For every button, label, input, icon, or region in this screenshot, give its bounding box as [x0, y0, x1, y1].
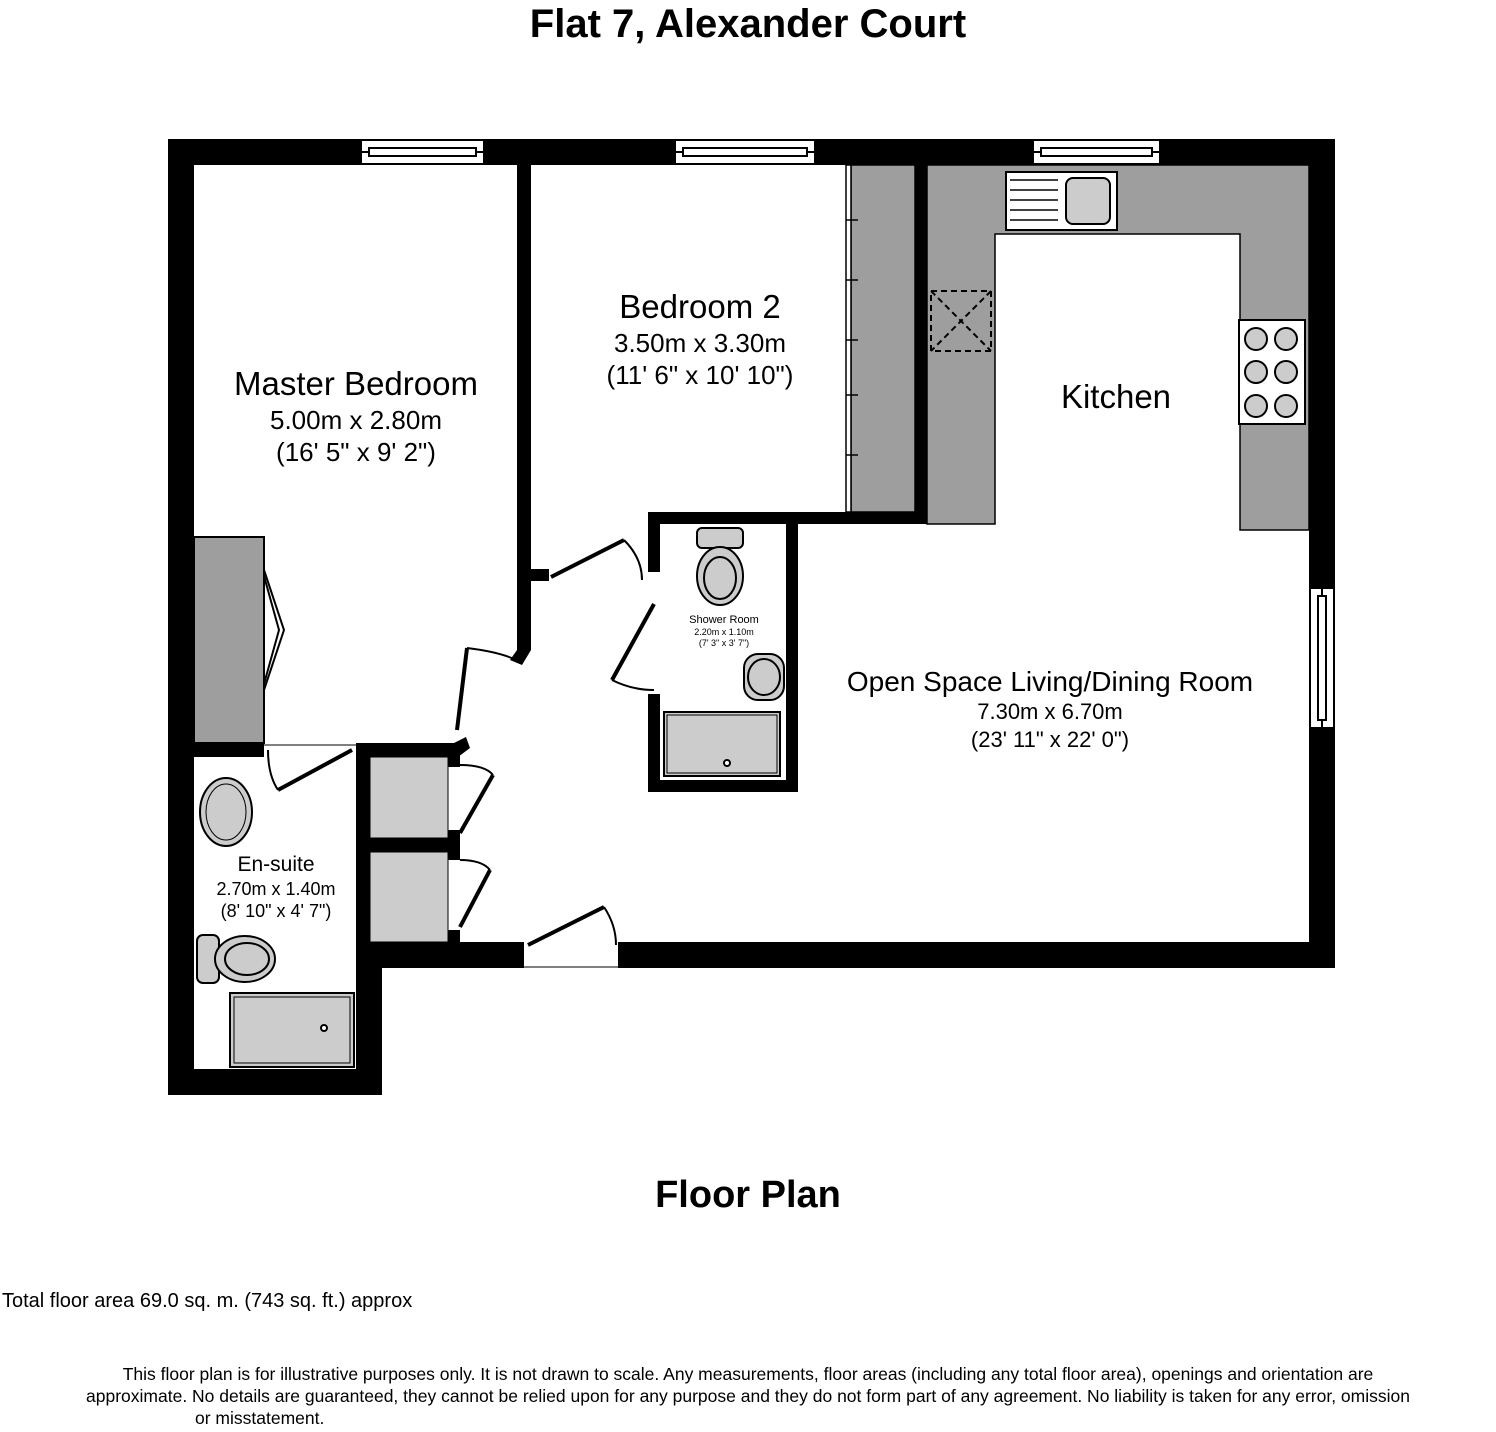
door-shower — [610, 603, 656, 681]
room-dimensions-metric: 5.00m x 2.80m — [270, 405, 442, 435]
ensuite-fixtures — [196, 777, 355, 1068]
room-dimensions-imperial: (11' 6" x 10' 10") — [606, 360, 794, 390]
wall-shower-left — [648, 512, 660, 572]
wall-wardrobe-bottom — [194, 743, 264, 757]
room-dimensions-imperial: (8' 10" x 4' 7") — [220, 901, 332, 921]
wall-master-end — [510, 650, 531, 665]
room-dimensions-imperial: (16' 5" x 9' 2") — [276, 437, 436, 467]
room-label-ensuite: En-suite 2.70m x 1.40m (8' 10" x 4' 7") — [196, 852, 356, 922]
room-name: Master Bedroom — [234, 365, 478, 402]
wall-cupboard-stub-3 — [448, 930, 460, 944]
wall-bedroom2-stub — [531, 569, 549, 581]
ensuite-basin — [199, 777, 253, 847]
disclaimer-line: or misstatement. — [195, 1408, 325, 1428]
wall-cupboard-divider — [370, 838, 460, 852]
shower-tray — [663, 711, 781, 777]
room-name: Bedroom 2 — [619, 288, 781, 325]
room-dimensions-metric: 3.50m x 3.30m — [614, 328, 786, 358]
room-dimensions-metric: 2.70m x 1.40m — [216, 879, 336, 899]
kitchen-units — [926, 164, 1310, 531]
room-label-shower-room: Shower Room 2.20m x 1.10m (7' 3" x 3' 7"… — [662, 613, 786, 649]
wall-shower-right — [786, 512, 798, 792]
room-label-bedroom-2: Bedroom 2 3.50m x 3.30m (11' 6" x 10' 10… — [560, 287, 840, 391]
door-bedroom2 — [550, 538, 625, 579]
plan-title: Flat 7, Alexander Court — [529, 2, 967, 46]
room-label-living-dining: Open Space Living/Dining Room 7.30m x 6.… — [820, 666, 1280, 754]
wall-cupboard-stub-1 — [448, 757, 460, 767]
door-master — [455, 647, 469, 731]
wall-master-bedroom2 — [517, 165, 531, 650]
room-name: Shower Room — [689, 614, 759, 626]
master-wardrobe — [193, 536, 286, 744]
wall-bottom-right — [618, 942, 1335, 968]
bedroom2-wardrobe — [845, 164, 916, 513]
wall-shower-bottom — [648, 780, 798, 792]
wall-shower-left-lower — [648, 694, 660, 792]
kitchen-worktop — [926, 164, 1310, 531]
wall-cupboard-stub-2 — [448, 830, 460, 860]
room-name: Kitchen — [1060, 378, 1172, 415]
interior-walls — [194, 165, 927, 944]
wall-ensuite-bottom — [168, 1069, 382, 1095]
door-entrance — [527, 905, 605, 947]
hall-cupboards — [369, 756, 449, 943]
room-name: En-suite — [237, 853, 315, 876]
wall-right — [1309, 139, 1335, 968]
window-bedroom-2 — [674, 139, 816, 165]
kitchen-extractor — [930, 290, 992, 352]
plan-caption: Floor Plan — [655, 1174, 841, 1216]
kitchen-sink — [1005, 171, 1118, 231]
window-living-room — [1309, 587, 1335, 729]
wall-bottom-mid — [358, 942, 524, 968]
total-floor-area: Total floor area 69.0 sq. m. (743 sq. ft… — [2, 1290, 413, 1312]
room-label-master-bedroom: Master Bedroom 5.00m x 2.80m (16' 5" x 9… — [196, 364, 516, 468]
room-dimensions-imperial: (23' 11" x 22' 0") — [970, 727, 1130, 752]
door-cupboard-1 — [458, 774, 495, 834]
door-thresholds — [264, 744, 618, 968]
disclaimer-line: approximate. No details are guaranteed, … — [86, 1386, 1410, 1406]
room-dimensions-metric: 7.30m x 6.70m — [977, 699, 1123, 724]
kitchen-hob — [1238, 319, 1306, 425]
window-kitchen — [1032, 139, 1161, 165]
wall-ensuite-top — [356, 743, 460, 757]
room-dimensions-imperial: (7' 3" x 3' 7") — [698, 638, 750, 648]
wall-left — [168, 139, 194, 1095]
doors — [267, 538, 656, 947]
shower-toilet-cistern — [696, 527, 744, 549]
door-cupboard-2 — [458, 869, 492, 928]
room-dimensions-metric: 2.20m x 1.10m — [694, 627, 754, 637]
wall-corner-stub — [454, 737, 470, 757]
disclaimer-line: This floor plan is for illustrative purp… — [122, 1364, 1374, 1384]
room-name: Open Space Living/Dining Room — [846, 666, 1254, 697]
room-label-kitchen: Kitchen — [1016, 377, 1216, 417]
disclaimer: This floor plan is for illustrative purp… — [0, 1363, 1496, 1429]
windows — [360, 139, 1335, 729]
shower-room-fixtures — [663, 527, 785, 777]
window-master-bedroom — [360, 139, 485, 165]
ensuite-shower-tray — [229, 992, 355, 1068]
door-ensuite — [277, 748, 353, 792]
wall-bedroom2-kitchen — [915, 165, 927, 524]
